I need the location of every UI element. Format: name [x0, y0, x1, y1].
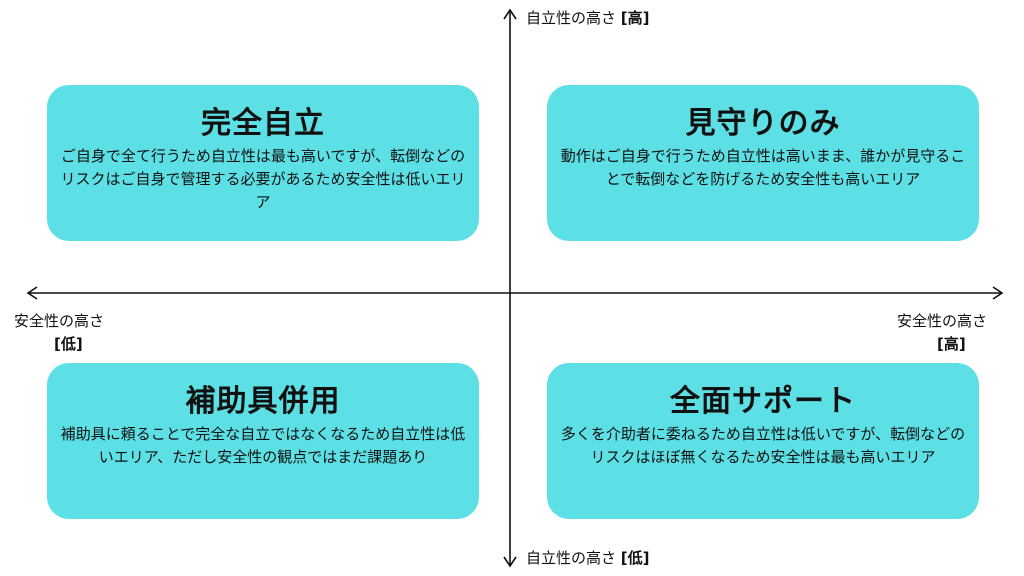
- arrow-left-icon: [26, 286, 38, 300]
- quadrant-description: 補助具に頼ることで完全な自立ではなくなるため自立性は低いエリア、ただし安全性の観…: [60, 425, 466, 466]
- horizontal-axis: [26, 286, 1004, 300]
- quadrant-bottom-left: 補助具併用 補助具に頼ることで完全な自立ではなくなるため自立性は低いエリア、ただ…: [47, 363, 479, 519]
- vertical-axis-bottom-text: 自立性の高さ: [526, 549, 617, 567]
- quadrant-top-left: 完全自立 ご自身で全て行うため自立性は最も高いですが、転倒などのリスクはご自身で…: [47, 85, 479, 241]
- quadrant-top-right: 見守りのみ 動作はご自身で行うため自立性は高いまま、誰かが見守ることで転倒などを…: [547, 85, 979, 241]
- quadrant-description: ご自身で全て行うため自立性は最も高いですが、転倒などのリスクはご自身で管理する必…: [60, 147, 466, 211]
- horizontal-axis-right-level: [高]: [937, 335, 966, 353]
- arrow-up-icon: [503, 8, 517, 20]
- vertical-axis-top-level: [高]: [620, 9, 650, 27]
- vertical-axis-bottom-level: [低]: [620, 549, 650, 567]
- arrow-right-icon: [992, 286, 1004, 300]
- vertical-axis-top-text: 自立性の高さ: [526, 9, 617, 27]
- quadrant-title: 全面サポート: [670, 384, 856, 419]
- arrow-down-icon: [503, 556, 517, 568]
- vertical-axis-top-label: 自立性の高さ [高]: [526, 8, 650, 28]
- quadrant-title: 完全自立: [201, 106, 325, 141]
- vertical-axis: [503, 8, 517, 568]
- quadrant-bottom-right: 全面サポート 多くを介助者に委ねるため自立性は低いですが、転倒などのリスクはほぼ…: [547, 363, 979, 519]
- quadrant-description: 多くを介助者に委ねるため自立性は低いですが、転倒などのリスクはほぼ無くなるため安…: [560, 425, 966, 466]
- vertical-axis-bottom-label: 自立性の高さ [低]: [526, 548, 650, 568]
- horizontal-axis-left-level: [低]: [54, 335, 83, 353]
- quadrant-description: 動作はご自身で行うため自立性は高いまま、誰かが見守ることで転倒などを防げるため安…: [560, 147, 966, 188]
- quadrant-title: 補助具併用: [185, 384, 341, 419]
- horizontal-axis-left-text: 安全性の高さ: [14, 312, 105, 330]
- horizontal-axis-right-text: 安全性の高さ: [897, 312, 988, 330]
- quadrant-title: 見守りのみ: [685, 106, 841, 141]
